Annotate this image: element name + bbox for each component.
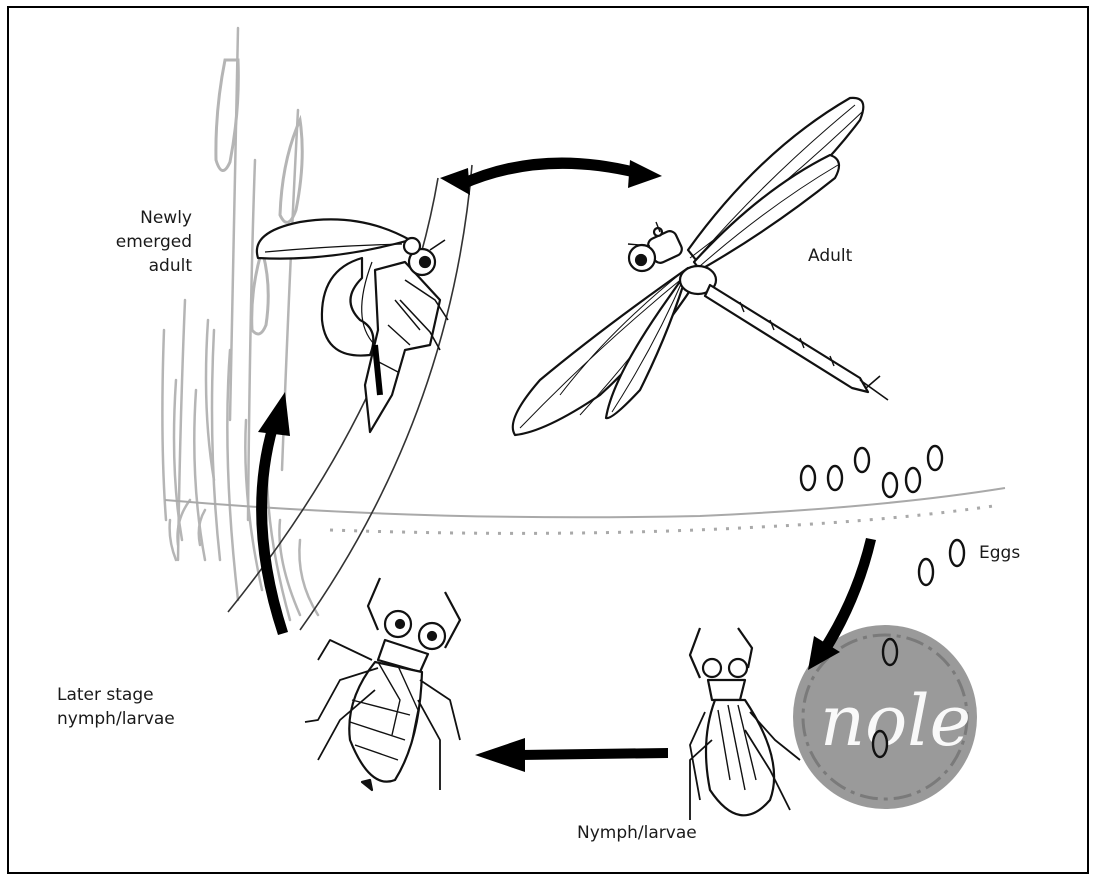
egg (801, 466, 815, 490)
label-eggs: Eggs (979, 541, 1020, 565)
label-newly-emerged-adult: Newly emerged adult (100, 206, 192, 278)
label-nymph-larvae: Nymph/larvae (577, 821, 697, 845)
egg (906, 468, 920, 492)
egg (950, 540, 964, 566)
label-line: emerged (100, 230, 192, 254)
label-later-stage-nymph: Later stage nymph/larvae (57, 683, 175, 731)
egg (855, 448, 869, 472)
arrow-to-adult (458, 157, 640, 190)
egg (828, 466, 842, 490)
egg (919, 559, 933, 585)
later-stage-nymph-illustration (305, 578, 460, 790)
label-line: adult (100, 254, 192, 278)
label-line: Newly (100, 206, 192, 230)
label-adult: Adult (808, 244, 852, 268)
egg (883, 473, 897, 497)
label-line: nymph/larvae (57, 707, 175, 731)
eggs-group (801, 446, 964, 585)
nymph-illustration (690, 628, 800, 820)
egg (928, 446, 942, 470)
reeds (162, 28, 318, 620)
arrow-to-later-stage (520, 748, 668, 760)
watermark-lettering: nole (820, 680, 971, 762)
label-line: Later stage (57, 683, 175, 707)
